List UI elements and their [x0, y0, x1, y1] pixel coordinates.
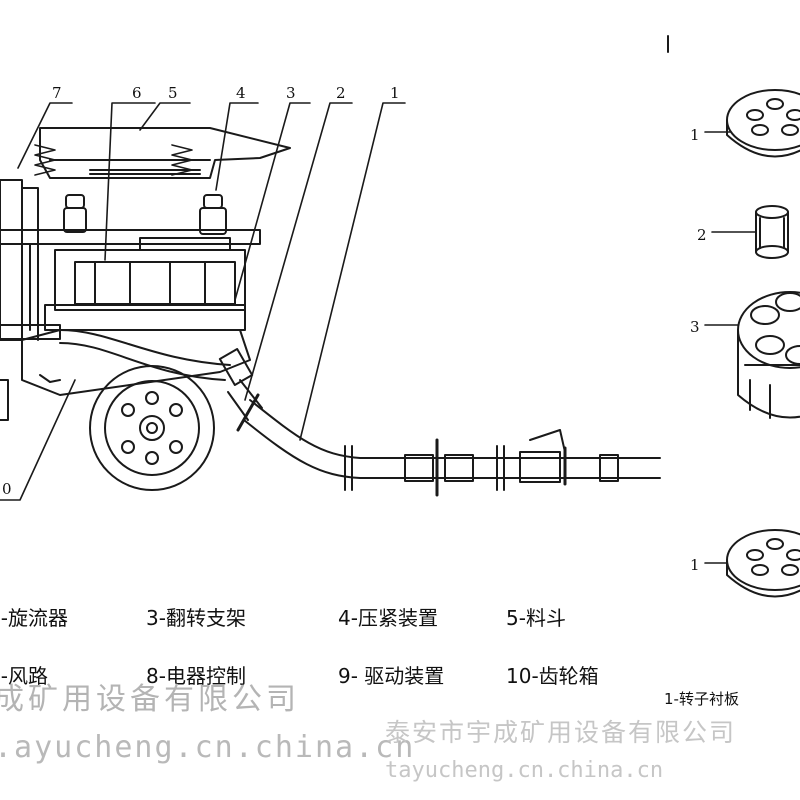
callout-right-1: 1: [690, 126, 700, 144]
callout-right-3: 3: [690, 318, 700, 336]
legend-item-2: 2-旋流器: [0, 606, 68, 630]
callout-6: 6: [132, 84, 142, 102]
callout-right-2: 2: [697, 226, 707, 244]
right-leaders: [704, 131, 757, 564]
rotor-liner-top: [726, 89, 800, 158]
legend-item-4: 4-压紧装置: [338, 606, 438, 630]
clamping-devices: [63, 194, 227, 235]
rotor-body: [44, 237, 246, 331]
hopper: [39, 127, 291, 179]
legend-item-5: 5-料斗: [506, 606, 566, 630]
rotor-liner-bottom: [726, 529, 800, 598]
legend-item-9: 9- 驱动装置: [338, 664, 445, 688]
callout-2: 2: [336, 84, 346, 102]
watermark-company-left: 成矿用设备有限公司: [0, 682, 300, 717]
callout-right-1b: 1: [690, 556, 700, 574]
callout-numbers: 7 6 5 4 3 2 1 0 1 2 3 1: [2, 84, 707, 574]
legend-item-10: 10-齿轮箱: [506, 664, 599, 688]
rotor-assembly: [737, 291, 800, 419]
leader-lines: [0, 102, 406, 501]
legend-item-3: 3-翻转支架: [146, 606, 246, 630]
callout-10: 0: [2, 480, 12, 498]
watermark-url-right: tayucheng.cn.china.cn: [385, 758, 664, 783]
wheel: [89, 365, 215, 491]
rotor-liner-caption: 1-转子衬板: [664, 690, 739, 708]
callout-5: 5: [168, 84, 178, 102]
watermark-url-left: .ayucheng.cn.china.cn: [0, 730, 416, 765]
base-housing: [0, 329, 251, 421]
callout-7: 7: [52, 84, 62, 102]
callout-4: 4: [236, 84, 246, 102]
watermark-company-right: 泰安市宇成矿用设备有限公司: [385, 718, 737, 747]
legend-item-8: 8-电器控制: [146, 664, 246, 688]
frame: [0, 179, 261, 341]
callout-3: 3: [286, 84, 296, 102]
callout-1: 1: [390, 84, 400, 102]
rotor-sleeve: [755, 205, 789, 259]
conveying-hose: [236, 393, 661, 497]
hopper-springs: [34, 144, 193, 176]
air-duct: [59, 329, 231, 381]
cyclone: [218, 348, 263, 421]
legend-item-7: 7-风路: [0, 664, 48, 688]
